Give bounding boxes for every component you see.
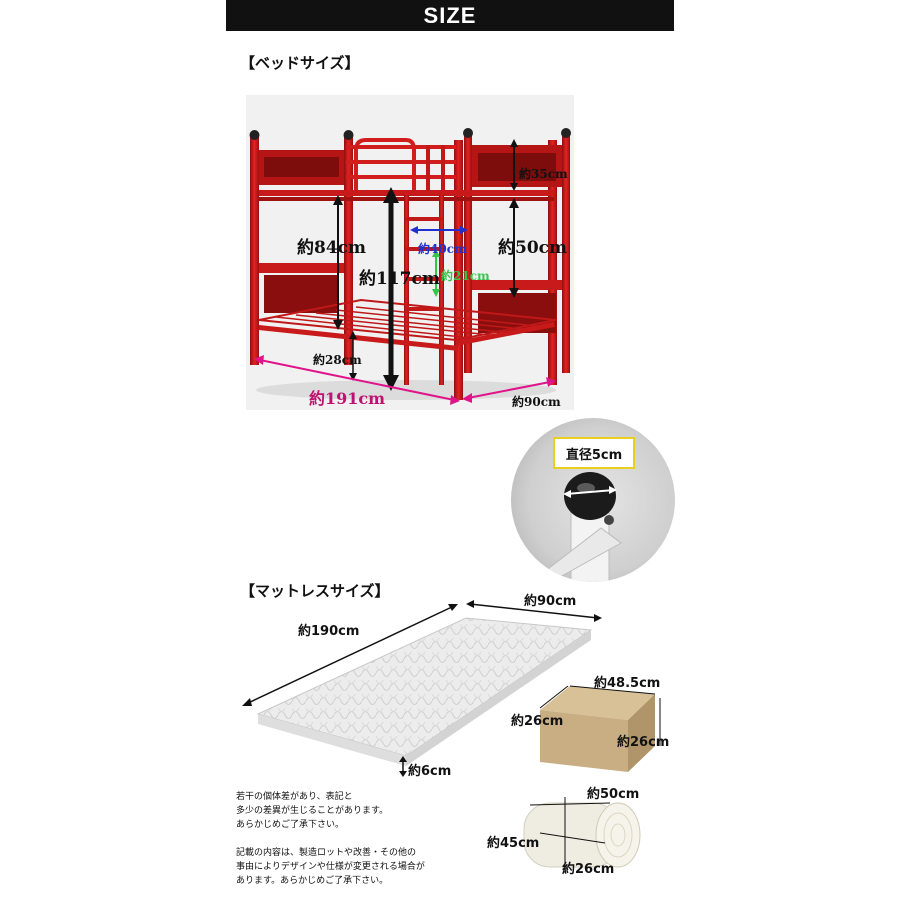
mattress-width-label: 約90cm: [524, 594, 577, 609]
size-header: SIZE: [226, 0, 674, 31]
pipe-detail-drawing: [530, 472, 622, 582]
floor-clearance-label: 約28cm: [313, 353, 362, 367]
roll-package-image: [523, 797, 641, 873]
roll-length-label: 約50cm: [587, 787, 640, 802]
mattress-length-label: 約190cm: [298, 624, 360, 639]
note-line: 記載の内容は、製造ロットや改善・その他の: [236, 848, 417, 858]
note-line: あります。あらかじめご了承下さい。: [236, 876, 389, 886]
box-height-label: 約26cm: [617, 735, 670, 750]
mattress-size-title: 【マットレスサイズ】: [240, 582, 390, 600]
bunk-bed-drawing: [249, 128, 571, 405]
note-line: あらかじめご了承下さい。: [236, 820, 345, 830]
note-line: 事由によりデザインや仕様が変更される場合が: [236, 862, 425, 872]
upper-clearance-label: 約84cm: [297, 238, 366, 258]
guard-gap-label: 約50cm: [498, 238, 567, 258]
pipe-diameter-label: 直径5cm: [553, 437, 635, 469]
box-package-image: [539, 685, 661, 772]
bed-width-label: 約90cm: [512, 395, 561, 409]
bed-length-label: 約191cm: [309, 389, 386, 408]
note-line: 若干の個体差があり、表記と: [236, 792, 353, 802]
mattress-image: [242, 600, 602, 777]
individual-difference-note: 若干の個体差があり、表記と 多少の差異が生じることがあります。 あらかじめご了承…: [236, 790, 388, 832]
box-width-label: 約48.5cm: [594, 676, 661, 691]
roll-depth-label: 約26cm: [562, 862, 615, 877]
ladder-step-label: 約21cm: [441, 269, 490, 283]
box-depth-label: 約26cm: [511, 714, 564, 729]
mattress-thickness-label: 約6cm: [408, 764, 452, 779]
headboard-height-label: 約35cm: [519, 167, 568, 181]
roll-height-label: 約45cm: [487, 836, 540, 851]
note-line: 多少の差異が生じることがあります。: [236, 806, 389, 816]
bunk-bed-image: [246, 95, 574, 410]
total-height-label: 約117cm: [359, 269, 440, 289]
bed-size-title: 【ベッドサイズ】: [240, 54, 360, 72]
ladder-width-label: 約40cm: [418, 242, 467, 256]
spec-change-note: 記載の内容は、製造ロットや改善・その他の 事由によりデザインや仕様が変更される場…: [236, 846, 425, 888]
